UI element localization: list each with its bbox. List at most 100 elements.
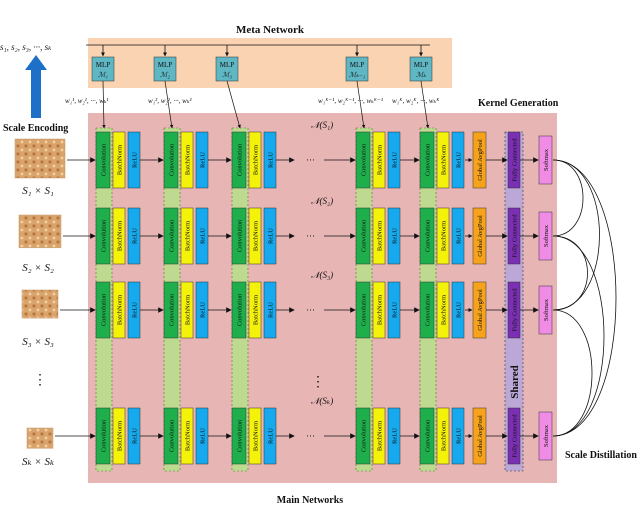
ellipsis-v-images: ⋮	[33, 373, 47, 388]
relu-block-label: ReLU	[391, 428, 398, 444]
conv-block	[355, 407, 371, 465]
relu-block-label: ReLU	[455, 152, 462, 168]
distillation-curve	[552, 159, 617, 437]
scale-vector-label: s₁, s₂, s₃, ···, sₖ	[0, 42, 52, 52]
conv-block-label: Convolution	[236, 219, 243, 252]
relu-block-label: ReLU	[391, 302, 398, 318]
scale-encoding-arrow	[25, 55, 47, 118]
conv-block-label: Convolution	[424, 219, 431, 252]
relu-block	[451, 281, 465, 339]
mlp-subscript: ℳₖ₋₁	[349, 71, 365, 79]
conv-block	[419, 407, 435, 465]
subnetwork-label: 𝒩(S₁)	[311, 120, 333, 130]
gap-block-label: Global AvgPool	[477, 415, 484, 457]
batchnorm-block-label: BatchNorm	[252, 295, 259, 325]
fc-block-label: Fully Connected	[511, 214, 518, 258]
conv-block	[163, 407, 179, 465]
weight-set-label: w₁¹, w₂¹, ···, wₖ¹	[65, 97, 108, 105]
batchnorm-block	[436, 281, 450, 339]
batchnorm-block-label: BatchNorm	[440, 421, 447, 451]
conv-block-label: Convolution	[424, 419, 431, 452]
shared-label: Shared	[509, 365, 521, 398]
weight-set-label: w₁ᴷ⁻¹, w₂ᴷ⁻¹, ···, wₖᴷ⁻¹	[318, 97, 383, 105]
softmax-block	[538, 135, 553, 185]
batchnorm-block	[436, 207, 450, 265]
softmax-block	[538, 285, 553, 335]
fc-block-label: Fully Connected	[511, 414, 518, 458]
kernel-generation-label: Kernel Generation	[478, 98, 559, 109]
meta-network-panel	[88, 38, 452, 88]
conv-block-label: Convolution	[168, 219, 175, 252]
scale-label: S₂ × S₂	[22, 262, 54, 274]
fc-block-label: Fully Connected	[511, 138, 518, 182]
conv-block	[95, 131, 111, 189]
conv-block-label: Convolution	[100, 293, 107, 326]
conv-block-label: Convolution	[236, 419, 243, 452]
softmax-block-label: Softmax	[543, 424, 550, 447]
batchnorm-block	[180, 407, 194, 465]
softmax-block-label: Softmax	[543, 148, 550, 171]
batchnorm-block	[372, 407, 386, 465]
kernel-arrow	[356, 80, 366, 129]
relu-block-label: ReLU	[131, 228, 138, 244]
relu-block-label: ReLU	[391, 228, 398, 244]
mlp-title: MLP	[350, 61, 365, 69]
batchnorm-block	[112, 407, 126, 465]
distillation-curve	[552, 235, 605, 437]
batchnorm-block-label: BatchNorm	[376, 421, 383, 451]
batchnorm-block	[112, 281, 126, 339]
batchnorm-block	[372, 281, 386, 339]
conv-block-label: Convolution	[168, 419, 175, 452]
relu-block-label: ReLU	[199, 228, 206, 244]
batchnorm-block	[180, 207, 194, 265]
kernel-arrow	[226, 80, 241, 129]
relu-block-label: ReLU	[131, 152, 138, 168]
batchnorm-block	[248, 407, 262, 465]
batchnorm-block	[248, 131, 262, 189]
batchnorm-block	[372, 207, 386, 265]
relu-block-label: ReLU	[455, 302, 462, 318]
subnetwork-label: 𝒩(S₂)	[311, 196, 333, 206]
mlp-subscript: ℳₖ	[416, 71, 426, 79]
conv-block	[95, 281, 111, 339]
conv-block-label: Convolution	[360, 293, 367, 326]
conv-block	[95, 207, 111, 265]
relu-block-label: ReLU	[391, 152, 398, 168]
distillation-curve	[552, 235, 588, 311]
batchnorm-block	[372, 131, 386, 189]
mlp-subscript: ℳ₁	[98, 71, 108, 79]
scale-label: S₃ × S₃	[22, 336, 54, 348]
conv-block	[163, 131, 179, 189]
batchnorm-block	[180, 131, 194, 189]
main-networks-label: Main Networks	[277, 495, 343, 505]
relu-block-label: ReLU	[267, 302, 274, 318]
conv-block	[231, 281, 247, 339]
conv-block	[419, 207, 435, 265]
relu-block	[451, 407, 465, 465]
kernel-arrow	[420, 80, 430, 129]
conv-block-label: Convolution	[424, 143, 431, 176]
batchnorm-block-label: BatchNorm	[184, 295, 191, 325]
main-networks-panel	[88, 113, 557, 483]
relu-block-label: ReLU	[455, 228, 462, 244]
scale-encoding-label: Scale Encoding	[3, 123, 68, 134]
conv-block-label: Convolution	[360, 419, 367, 452]
conv-block-label: Convolution	[168, 293, 175, 326]
distillation-curve	[552, 159, 584, 237]
mlp-title: MLP	[96, 61, 111, 69]
batchnorm-block-label: BatchNorm	[376, 221, 383, 251]
input-image	[21, 289, 59, 319]
ellipsis-h: ···	[306, 155, 315, 165]
batchnorm-block-label: BatchNorm	[252, 221, 259, 251]
mlp-subscript: ℳ₃	[222, 71, 232, 79]
relu-block-label: ReLU	[267, 152, 274, 168]
relu-block-label: ReLU	[199, 428, 206, 444]
fc-block-label: Fully Connected	[511, 288, 518, 332]
batchnorm-block	[112, 207, 126, 265]
batchnorm-block-label: BatchNorm	[376, 295, 383, 325]
scale-label: S₁ × S₁	[22, 185, 54, 197]
batchnorm-block	[112, 131, 126, 189]
mlp-title: MLP	[158, 61, 173, 69]
batchnorm-block-label: BatchNorm	[116, 145, 123, 175]
input-image	[14, 138, 66, 179]
